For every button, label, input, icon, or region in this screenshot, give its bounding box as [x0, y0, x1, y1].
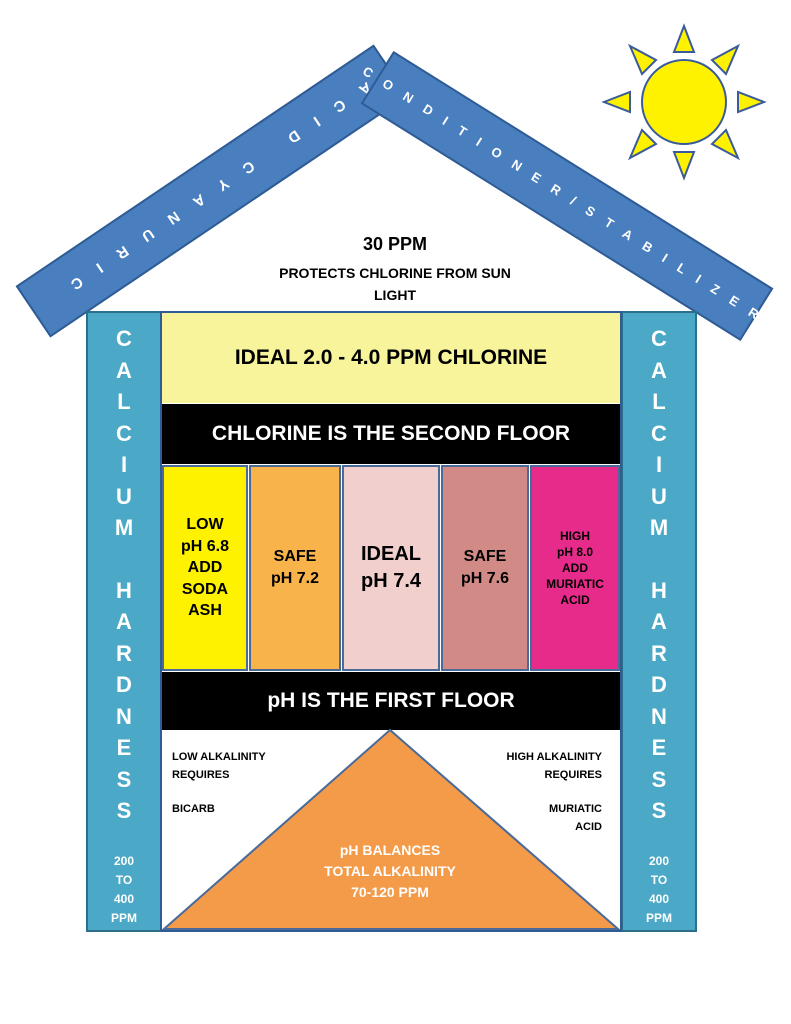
column-spacer — [88, 544, 160, 575]
chlorine-ideal-band: IDEAL 2.0 - 4.0 PPM CHLORINE — [162, 313, 620, 403]
column-letter: I — [120, 452, 128, 477]
column-letter: A — [651, 609, 667, 634]
low-alkalinity-fix: BICARB — [172, 803, 215, 815]
column-letter: L — [117, 389, 131, 414]
column-letter: A — [116, 609, 132, 634]
column-letter: A — [116, 357, 132, 383]
column-ppm-line: 200 — [113, 854, 135, 868]
column-letter: C — [651, 326, 667, 351]
high-alkalinity-fix-line-1: MURIATIC — [549, 803, 602, 815]
ph-cell-line: ASH — [188, 602, 222, 620]
ph-cell-line: pH 6.8 — [180, 537, 229, 555]
column-letter: A — [651, 357, 667, 383]
high-alkalinity-fix: MURIATIC ACID — [502, 800, 602, 836]
column-letter: E — [651, 735, 667, 760]
column-ppm-line: PPM — [110, 911, 137, 925]
column-letter: N — [651, 703, 667, 729]
cyanuric-description: PROTECTS CHLORINE FROM SUN LIGHT — [250, 262, 540, 306]
ph-safe-low-cell: SAFE pH 7.2 — [249, 465, 341, 671]
column-letter: C — [116, 420, 132, 446]
column-letter: S — [651, 766, 667, 792]
ph-cell-line: SODA — [181, 580, 229, 598]
cyanuric-line-1: PROTECTS CHLORINE FROM SUN — [279, 265, 511, 281]
column-letter: S — [651, 798, 667, 823]
ph-cell-line: ADD — [562, 560, 588, 575]
column-letter: H — [651, 577, 667, 603]
column-letter: I — [655, 452, 663, 477]
column-letter: L — [652, 389, 666, 414]
high-alkalinity-line-2: REQUIRES — [544, 769, 602, 781]
pyramid-line-2: TOTAL ALKALINITY — [324, 863, 456, 879]
ph-cell-line: pH 7.4 — [360, 570, 422, 592]
low-alkalinity-line-2: REQUIRES — [172, 769, 230, 781]
column-letter: D — [651, 672, 667, 697]
low-alkalinity-line-1: LOW ALKALINITY — [172, 751, 266, 763]
pyramid-line-1: pH BALANCES — [339, 842, 441, 858]
cyanuric-line-2: LIGHT — [374, 287, 416, 303]
second-floor-label: CHLORINE IS THE SECOND FLOOR — [162, 404, 620, 464]
pyramid-label: pH BALANCES TOTAL ALKALINITY 70-120 PPM — [290, 840, 490, 903]
high-alkalinity-fix-line-2: ACID — [575, 821, 602, 833]
ph-cell-line: pH 7.2 — [270, 570, 319, 587]
column-ppm-line: 400 — [113, 892, 135, 906]
column-letter: D — [116, 672, 132, 697]
ph-cell-line: SAFE — [463, 548, 507, 566]
column-letter: S — [116, 766, 132, 792]
ph-cell-line: IDEAL — [361, 543, 421, 565]
ph-cell-line: MURIATIC — [546, 577, 604, 592]
ph-cell-line: ADD — [187, 559, 223, 577]
ph-safe-high-cell: SAFE pH 7.6 — [441, 465, 529, 671]
column-ppm-line: 400 — [648, 892, 670, 906]
column-spacer — [623, 544, 695, 575]
column-letter: U — [651, 483, 667, 509]
column-letter: N — [116, 703, 132, 729]
ph-cell-line: pH 8.0 — [556, 544, 593, 559]
low-alkalinity-label: LOW ALKALINITY REQUIRES — [172, 748, 312, 784]
ph-cell-line: SAFE — [273, 548, 317, 566]
column-letter: M — [114, 515, 134, 540]
column-ppm-line: 200 — [648, 854, 670, 868]
column-letter: E — [116, 735, 132, 760]
column-letter: U — [116, 483, 132, 509]
column-letter: C — [116, 326, 132, 351]
ph-cell-line: HIGH — [560, 528, 590, 543]
cyanuric-ppm: 30 PPM — [362, 234, 428, 254]
column-ppm-line: PPM — [645, 911, 672, 925]
high-alkalinity-line-1: HIGH ALKALINITY — [506, 751, 602, 763]
column-letter: R — [651, 640, 667, 666]
column-letter: H — [116, 577, 132, 603]
sun-icon — [601, 23, 767, 181]
ph-cell-line: ACID — [560, 593, 590, 608]
alkalinity-pyramid — [162, 728, 620, 930]
column-ppm-line: TO — [115, 873, 133, 887]
column-letter: M — [649, 515, 669, 540]
ph-ideal-cell: IDEAL pH 7.4 — [342, 465, 440, 671]
column-ppm-line: TO — [650, 873, 668, 887]
high-alkalinity-label: HIGH ALKALINITY REQUIRES — [462, 748, 602, 784]
pyramid-line-3: 70-120 PPM — [351, 884, 429, 900]
column-letter: R — [116, 640, 132, 666]
ph-cell-line: pH 7.6 — [460, 570, 509, 587]
column-letter: S — [116, 798, 132, 823]
ph-cell-line: LOW — [186, 516, 224, 534]
column-letter: C — [651, 420, 667, 446]
first-floor-label: pH IS THE FIRST FLOOR — [162, 672, 620, 730]
